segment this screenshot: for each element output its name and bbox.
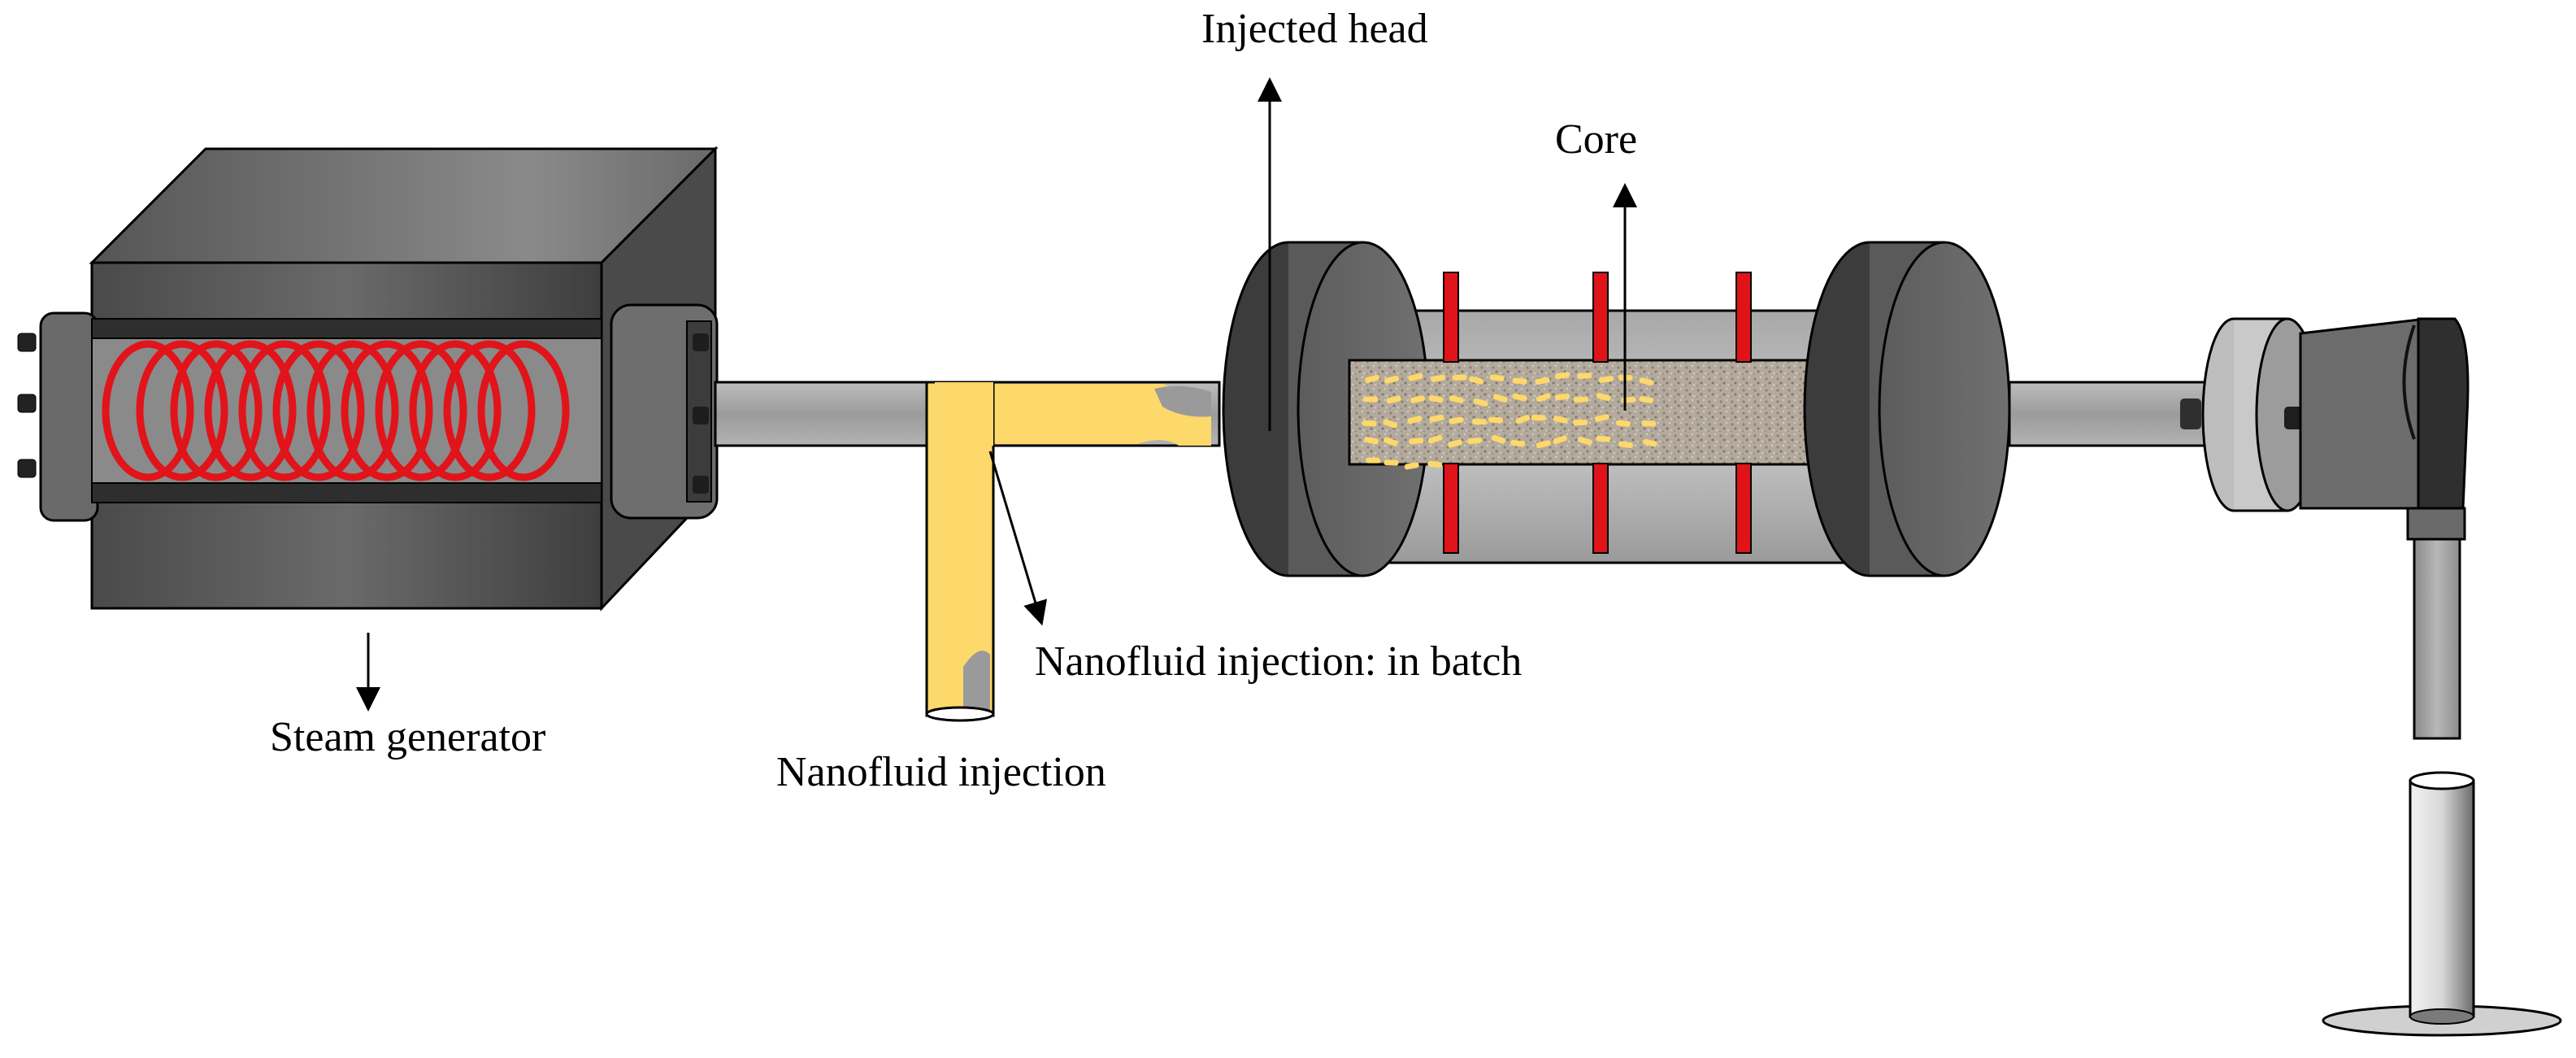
- droplet: [1641, 420, 1657, 427]
- droplet: [1536, 393, 1551, 403]
- droplet: [1639, 396, 1654, 403]
- droplet: [1384, 375, 1399, 384]
- droplet: [1510, 439, 1526, 447]
- core-holder: [1222, 241, 2011, 577]
- droplet: [1386, 395, 1401, 404]
- coil-loop: [102, 340, 194, 481]
- droplet: [1492, 394, 1508, 403]
- droplet: [1449, 395, 1464, 403]
- droplet: [1362, 396, 1378, 403]
- droplet: [1365, 374, 1379, 384]
- coil-loop: [306, 340, 399, 481]
- droplet: [1364, 437, 1379, 445]
- droplet: [1449, 416, 1464, 425]
- droplet: [1384, 459, 1399, 466]
- droplet: [1448, 439, 1462, 448]
- droplet: [1618, 441, 1633, 448]
- droplet: [1536, 440, 1551, 449]
- label-injected-head: Injected head: [1201, 6, 1428, 52]
- droplet: [1429, 414, 1444, 423]
- outlet-head: [1803, 241, 2011, 577]
- droplet: [1598, 376, 1614, 384]
- coil-loop: [204, 340, 297, 481]
- label-core: Core: [1555, 116, 1637, 163]
- droplet: [1488, 416, 1504, 424]
- droplet: [1615, 420, 1631, 427]
- droplet: [1573, 419, 1588, 426]
- droplet: [1427, 460, 1443, 468]
- droplet: [1596, 435, 1611, 442]
- droplet: [1410, 395, 1425, 403]
- clamps: [1443, 272, 1752, 554]
- coil-loop: [136, 340, 228, 481]
- droplet: [1577, 436, 1592, 446]
- droplet: [1467, 437, 1483, 445]
- coil-loop: [238, 340, 331, 481]
- coil-loop: [170, 340, 263, 481]
- droplet: [1554, 393, 1570, 401]
- coil-loop: [341, 340, 433, 481]
- droplet: [1383, 437, 1398, 446]
- droplet: [1531, 415, 1546, 421]
- droplet: [1512, 393, 1527, 402]
- coil-loop: [375, 340, 467, 481]
- valve-icon: [2299, 317, 2470, 510]
- droplet: [1489, 374, 1505, 381]
- droplet: [1408, 372, 1423, 381]
- nanofluid-droplets: [1362, 372, 1657, 470]
- droplet: [1383, 419, 1398, 429]
- label-nanofluid-injection: Nanofluid injection: [776, 749, 1106, 795]
- droplet: [1491, 434, 1506, 444]
- bolt-icon: [17, 333, 37, 478]
- droplet: [1366, 457, 1381, 464]
- droplet: [1427, 434, 1443, 444]
- droplet: [1431, 374, 1446, 382]
- droplet: [1577, 372, 1592, 380]
- droplet: [1573, 396, 1588, 403]
- injection-pipe: [714, 381, 1221, 722]
- outlet-line: [2008, 317, 2470, 740]
- droplet: [1362, 420, 1377, 427]
- steam-generator: [17, 146, 719, 612]
- droplet: [1404, 462, 1419, 470]
- label-nanofluid-injection-batch: Nanofluid injection: in batch: [1035, 638, 1522, 685]
- coil-loop: [409, 340, 502, 481]
- droplet: [1512, 377, 1527, 385]
- droplet: [1596, 393, 1611, 402]
- label-steam-generator: Steam generator: [270, 714, 545, 760]
- leader-arrows: [356, 77, 1637, 712]
- coil-loop: [272, 340, 365, 481]
- heater-coil-icon: [102, 340, 570, 481]
- coil-loop: [477, 340, 570, 481]
- droplet: [1553, 435, 1568, 445]
- droplet: [1594, 414, 1609, 422]
- droplet: [1555, 372, 1570, 380]
- droplet: [1471, 418, 1487, 425]
- droplet: [1469, 376, 1483, 385]
- droplet: [1642, 438, 1657, 447]
- droplet: [1452, 374, 1467, 381]
- droplet: [1535, 377, 1550, 385]
- droplet: [1621, 396, 1636, 403]
- collection-tube-icon: [2322, 771, 2562, 1037]
- droplet: [1639, 377, 1654, 386]
- droplet: [1407, 416, 1423, 425]
- droplet: [1473, 398, 1488, 407]
- droplet: [1515, 415, 1531, 425]
- droplet: [1428, 395, 1444, 403]
- coil-loop: [443, 340, 536, 481]
- droplet: [1409, 438, 1424, 445]
- droplet: [1553, 416, 1568, 424]
